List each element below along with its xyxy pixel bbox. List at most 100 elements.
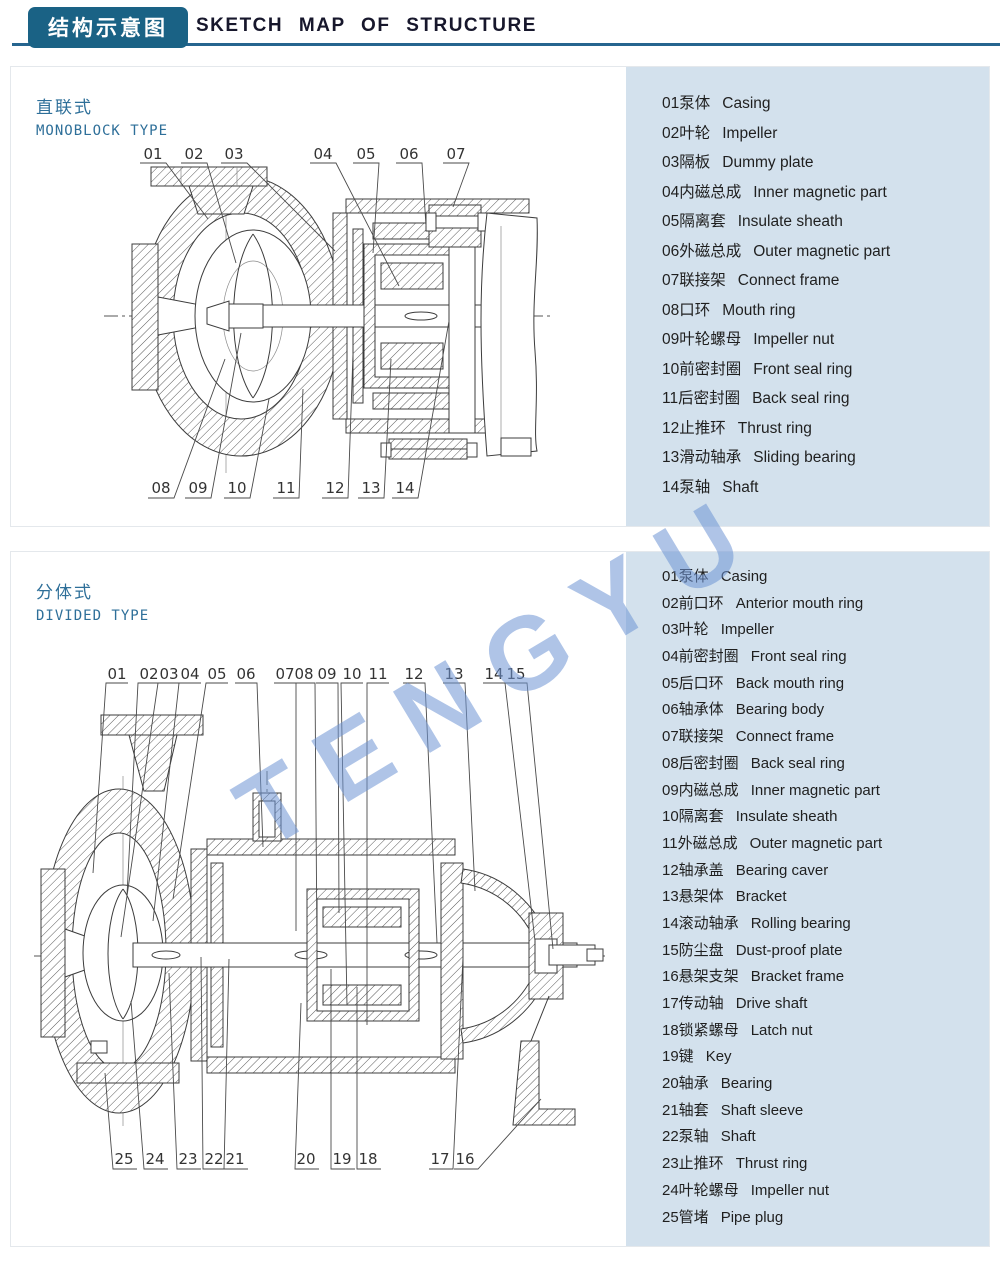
part-number-cn: 13滑动轴承 [662, 449, 742, 466]
callout-label: 14 [484, 665, 503, 683]
part-name-en: Key [705, 1048, 732, 1066]
part-row: 08后密封圈 Back seal ring [662, 752, 981, 779]
callouts-bottom: 08 09 10 11 12 13 14 [148, 320, 450, 499]
part-name-en: Sliding bearing [753, 449, 856, 466]
part-row: 21轴套 Shaft sleeve [662, 1099, 981, 1126]
monoblock-diagram: 01 02 03 04 05 06 07 08 09 10 11 [104, 145, 553, 499]
type-label-cn: 分体式 [36, 583, 93, 602]
part-number-cn: 01泵体 [662, 568, 709, 585]
part-number-cn: 12轴承盖 [662, 861, 724, 879]
part-number-cn: 08后密封圈 [662, 754, 739, 772]
impeller-group [82, 884, 164, 1022]
part-name-en: Mouth ring [722, 301, 796, 319]
callout-label: 24 [145, 1150, 164, 1168]
callout-label: 13 [361, 479, 380, 497]
callout-label: 16 [455, 1150, 474, 1168]
callout-label: 08 [151, 479, 170, 497]
part-name-en: Impeller nut [753, 331, 835, 348]
callout-label: 02 [184, 145, 203, 163]
callout-label: 02 [139, 665, 158, 683]
part-row: 14滚动轴承 Rolling bearing [662, 912, 981, 939]
part-number-cn: 07联接架 [662, 728, 724, 746]
callout-label: 17 [430, 1150, 449, 1168]
part-row: 02叶轮 Impeller [662, 121, 981, 151]
part-name-en: Rolling bearing [750, 914, 851, 932]
callout-label: 09 [317, 665, 336, 683]
part-row: 01泵体 Casing [662, 565, 981, 592]
part-row: 11外磁总成 Outer magnetic part [662, 832, 981, 859]
motor-group [480, 212, 538, 457]
part-name-en: Impeller [720, 621, 775, 639]
callout-label: 09 [188, 479, 207, 497]
part-name-en: Pipe plug [720, 1208, 784, 1226]
part-number-cn: 25管堵 [662, 1208, 709, 1226]
part-row: 03隔板 Dummy plate [662, 150, 981, 180]
part-name-en: Front seal ring [753, 360, 853, 378]
part-number-cn: 23止推环 [662, 1155, 724, 1173]
part-row: 10隔离套 Insulate sheath [662, 805, 981, 832]
part-row: 18锁紧螺母 Latch nut [662, 1019, 981, 1046]
callout-label: 07 [275, 665, 294, 683]
part-name-en: Back seal ring [750, 754, 845, 772]
part-number-cn: 05隔离套 [662, 213, 726, 230]
part-row: 03叶轮 Impeller [662, 618, 981, 645]
callout-label: 03 [159, 665, 178, 683]
type-label-divided: 分体式 DIVIDED TYPE [36, 578, 149, 624]
part-row: 22泵轴 Shaft [662, 1125, 981, 1152]
callout-label: 04 [313, 145, 332, 163]
callouts-bottom: 25 24 23 22 21 20 19 18 17 16 [104, 956, 542, 1170]
callout-label: 20 [296, 1150, 315, 1168]
part-name-en: Front seal ring [750, 648, 847, 666]
part-number-cn: 22泵轴 [662, 1128, 709, 1146]
part-name-en: Shaft [722, 478, 759, 496]
part-row: 24叶轮螺母 Impeller nut [662, 1179, 981, 1206]
type-label-en: DIVIDED TYPE [36, 608, 150, 624]
type-label-cn: 直联式 [36, 98, 93, 117]
part-row: 06外磁总成 Outer magnetic part [662, 239, 981, 269]
header-rule [12, 43, 1000, 46]
part-name-en: Thrust ring [735, 1155, 808, 1173]
shaft-group [132, 942, 578, 968]
bolt-group [380, 438, 478, 460]
part-name-en: Bracket [735, 888, 787, 906]
callout-label: 05 [356, 145, 375, 163]
part-name-en: Bearing caver [735, 861, 829, 879]
type-label-monoblock: 直联式 MONOBLOCK TYPE [36, 93, 168, 139]
part-number-cn: 02前口环 [662, 594, 724, 612]
part-name-en: Connect frame [735, 728, 835, 746]
coupling-group [306, 862, 464, 1060]
part-row: 11后密封圈 Back seal ring [662, 386, 981, 416]
part-name-en: Casing [720, 568, 768, 585]
part-number-cn: 02叶轮 [662, 124, 711, 142]
part-number-cn: 14泵轴 [662, 478, 711, 496]
support-foot-group [512, 995, 576, 1126]
page-title: SKETCH MAP OF STRUCTURE [196, 15, 537, 36]
part-number-cn: 10前密封圈 [662, 360, 742, 378]
part-row: 05后口环 Back mouth ring [662, 672, 981, 699]
part-number-cn: 04内磁总成 [662, 183, 742, 201]
part-number-cn: 11后密封圈 [662, 390, 741, 407]
part-row: 09叶轮螺母 Impeller nut [662, 327, 981, 357]
part-row: 19键 Key [662, 1045, 981, 1072]
part-row: 10前密封圈 Front seal ring [662, 357, 981, 387]
part-name-en: Insulate sheath [737, 213, 843, 230]
part-name-en: Bracket frame [750, 968, 845, 986]
part-name-en: Inner magnetic part [750, 781, 880, 799]
part-number-cn: 09叶轮螺母 [662, 331, 742, 348]
bracket-group [460, 868, 604, 1044]
part-name-en: Impeller [722, 124, 778, 142]
part-name-en: Dust-proof plate [735, 941, 843, 959]
part-number-cn: 14滚动轴承 [662, 914, 739, 932]
part-name-en: Insulate sheath [735, 808, 838, 826]
callout-label: 10 [342, 665, 361, 683]
part-number-cn: 11外磁总成 [662, 834, 738, 852]
callouts-top: 01 02 03 04 05 06 07 [140, 145, 470, 287]
callout-label: 15 [506, 665, 525, 683]
part-number-cn: 21轴套 [662, 1101, 709, 1119]
part-row: 05隔离套 Insulate sheath [662, 209, 981, 239]
type-label-en: MONOBLOCK TYPE [36, 123, 169, 139]
part-name-en: Shaft sleeve [720, 1101, 804, 1119]
part-row: 12轴承盖 Bearing caver [662, 859, 981, 886]
callout-label: 12 [325, 479, 344, 497]
part-name-en: Bearing body [735, 701, 825, 719]
